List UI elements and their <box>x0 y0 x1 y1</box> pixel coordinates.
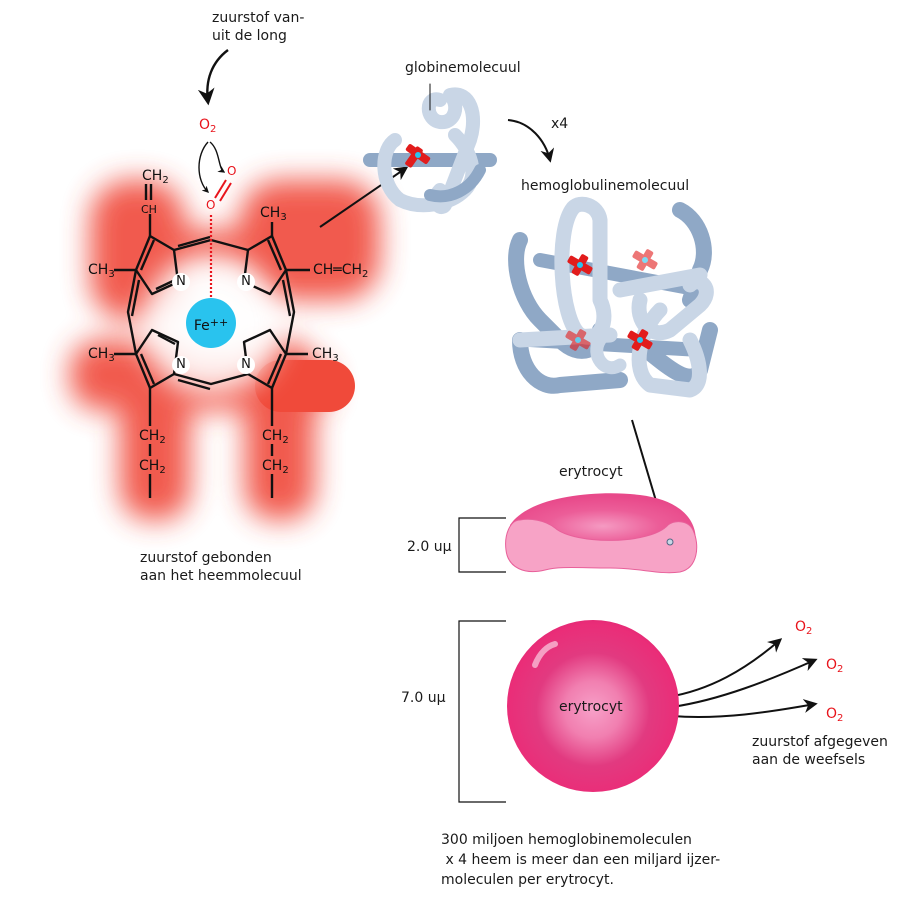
label-o2-released-1: O2 <box>795 619 812 637</box>
iron-symbol: Fe <box>193 318 210 334</box>
o2-subscript: 2 <box>837 664 844 675</box>
vinyl-sub: 2 <box>362 269 369 280</box>
label-bound-oxygen-2: aan het heemmolecuul <box>140 568 302 584</box>
o2-subscript: 2 <box>837 713 844 724</box>
ch2-text: CH <box>139 428 160 444</box>
o2-symbol: O <box>826 706 838 722</box>
ch3-text: CH <box>88 262 109 278</box>
ch2-sub: 2 <box>159 435 166 446</box>
ch2-text: CH <box>139 458 160 474</box>
label-oxygen-from-lung-1: zuurstof van- <box>212 10 305 26</box>
o2-symbol: O <box>199 117 211 133</box>
erythrocyte-side-view <box>505 493 698 574</box>
label-o2-incoming: O2 <box>199 117 216 135</box>
label-methyl-bottom-left: CH3 <box>88 346 115 367</box>
summary-line-2: x 4 heem is meer dan een miljard ijzer- <box>441 852 721 868</box>
label-erythrocyte-side: erytrocyt <box>559 464 623 480</box>
ch3-sub: 3 <box>332 353 339 364</box>
iron-charge: ++ <box>209 316 229 329</box>
label-bound-oxygen-1: zuurstof gebonden <box>140 550 272 566</box>
label-propionate-left-ch2-1: CH2 <box>139 428 166 449</box>
label-propionate-right-ch2-1: CH2 <box>262 428 289 449</box>
label-o2-released-3: O2 <box>826 706 843 724</box>
o2-subscript: 2 <box>210 124 217 135</box>
iron-atom: Fe++ <box>186 298 236 348</box>
label-methyl-top-right: CH3 <box>260 205 287 226</box>
label-diameter: 7.0 uμ <box>401 690 446 706</box>
erythrocyte-front-view <box>507 620 679 792</box>
o2-symbol: O <box>826 657 838 673</box>
thickness-bracket <box>458 517 506 573</box>
globin-molecule <box>363 83 497 214</box>
heme-skeleton <box>114 184 310 498</box>
label-thickness: 2.0 uμ <box>407 539 452 555</box>
summary-line-1: 300 miljoen hemoglobinemoleculen <box>441 832 692 848</box>
ch2-text: CH <box>142 168 163 184</box>
arrow-o2-release-2 <box>671 658 818 708</box>
arrow-o2-release-1 <box>667 638 783 698</box>
ch3-sub: 3 <box>108 353 115 364</box>
hemoglobin-molecule <box>508 196 718 398</box>
ch2-sub: 2 <box>282 435 289 446</box>
hemoglobin-heme-groups <box>565 249 658 351</box>
summary-line-3: moleculen per erytrocyt. <box>441 872 614 888</box>
label-vinyl-ch-top: CH <box>141 203 157 216</box>
label-oxygen-atom-lower: O <box>206 198 216 212</box>
ch2-text: CH <box>262 428 283 444</box>
ch2-sub: 2 <box>282 465 289 476</box>
ch2-sub: 2 <box>162 175 169 186</box>
ch2-sub: 2 <box>159 465 166 476</box>
ch3-text: CH <box>260 205 281 221</box>
heme-highlight-methyl <box>255 360 355 412</box>
label-multiplier: x4 <box>551 116 569 132</box>
globin-heme-group <box>405 144 431 168</box>
arrow-from-lung <box>197 49 229 106</box>
label-released-2: aan de weefsels <box>752 752 866 768</box>
label-propionate-right-ch2-2: CH2 <box>262 458 289 479</box>
ch3-sub: 3 <box>108 269 115 280</box>
label-methyl-top-left: CH3 <box>88 262 115 283</box>
ch3-text: CH <box>88 346 109 362</box>
label-globin-molecule: globinemolecuul <box>405 60 521 76</box>
o2-subscript: 2 <box>806 626 813 637</box>
label-oxygen-atom-upper: O <box>227 164 237 178</box>
label-methyl-bottom-right: CH3 <box>312 346 339 367</box>
label-o2-released-2: O2 <box>826 657 843 675</box>
label-erythrocyte-front: erytrocyt <box>559 699 623 715</box>
nitrogen-bottom-right: N <box>237 356 255 374</box>
oxygen-double-bond <box>214 179 232 202</box>
ch3-sub: 3 <box>280 212 287 223</box>
nitrogen-bottom-left: N <box>172 356 190 374</box>
label-hemoglobin-molecule: hemoglobulinemolecuul <box>521 178 690 194</box>
diameter-bracket <box>458 620 506 803</box>
label-vinyl-right: CH═CH2 <box>313 262 368 283</box>
nitrogen-top-left: N <box>172 273 190 291</box>
arrow-o2-to-bond-1 <box>198 141 209 193</box>
label-propionate-left-ch2-2: CH2 <box>139 458 166 479</box>
label-oxygen-from-lung-2: uit de long <box>212 28 287 44</box>
o2-symbol: O <box>795 619 807 635</box>
ch3-text: CH <box>312 346 333 362</box>
vinyl-text: CH═CH <box>313 262 363 278</box>
arrow-o2-to-bond-2 <box>209 141 226 173</box>
arrow-x4 <box>507 119 555 163</box>
label-vinyl-ch2-top: CH2 <box>142 168 169 189</box>
ch2-text: CH <box>262 458 283 474</box>
arrow-o2-release-3 <box>671 699 818 719</box>
nitrogen-top-right: N <box>237 273 255 291</box>
label-released-1: zuurstof afgegeven <box>752 734 888 750</box>
